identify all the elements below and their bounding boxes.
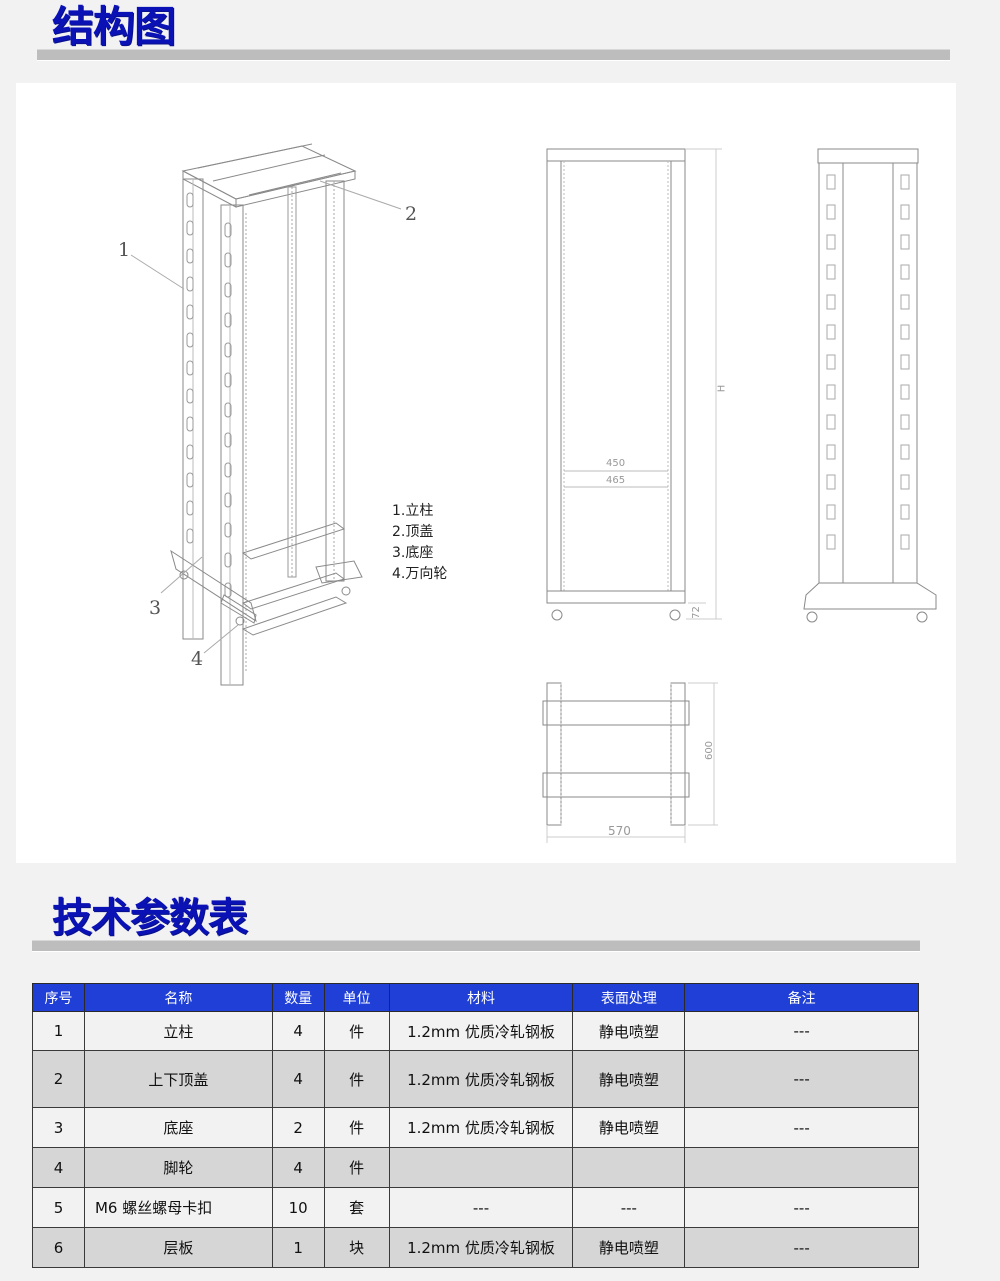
cell-no: 6 [32,1227,85,1268]
cell-finish: 静电喷塑 [572,1011,686,1051]
cell-finish [572,1147,686,1188]
cell-name: 层板 [83,1227,273,1268]
cell-note: --- [684,1011,919,1051]
cell-name: 底座 [83,1107,273,1148]
dim-height: H [716,384,728,393]
cell-name: 立柱 [83,1011,273,1051]
rack-drawings [130,143,937,843]
cell-no: 2 [32,1050,85,1108]
dim-wheel-height: 72 [690,606,702,619]
cell-qty: 4 [271,1050,325,1108]
cell-unit: 件 [323,1011,390,1051]
cell-finish: 静电喷塑 [572,1107,686,1148]
cell-qty: 4 [271,1011,325,1051]
table-header-row: 序号 名称 数量 单位 材料 表面处理 备注 [32,983,919,1012]
cell-qty: 2 [271,1107,325,1148]
cell-material: 1.2mm 优质冷轧钢板 [388,1107,574,1148]
callout-3: 3 [149,597,162,619]
cell-finish: --- [572,1187,686,1228]
cell-material: 1.2mm 优质冷轧钢板 [388,1050,574,1108]
spec-table: 序号 名称 数量 单位 材料 表面处理 备注 1 立柱 4 件 1.2mm 优质… [32,983,919,1268]
table-row: 1 立柱 4 件 1.2mm 优质冷轧钢板 静电喷塑 --- [32,1011,919,1051]
cell-note [684,1147,919,1188]
header-finish: 表面处理 [572,983,686,1012]
header-name: 名称 [83,983,273,1012]
header-note: 备注 [684,983,919,1012]
cell-note: --- [684,1187,919,1228]
legend-item: 3.底座 [392,545,434,561]
cell-no: 3 [32,1107,85,1148]
section-title-specs: 技术参数表 [52,895,248,941]
cell-no: 4 [32,1147,85,1188]
callout-4: 4 [191,648,204,670]
dim-base-width: 570 [608,824,631,838]
table-row: 3 底座 2 件 1.2mm 优质冷轧钢板 静电喷塑 --- [32,1107,919,1148]
top-plan-drawing [542,682,718,843]
dim-inner-width: 450 [606,458,626,469]
isometric-rack-drawing [130,143,402,686]
cell-material: --- [388,1187,574,1228]
cell-name: 上下顶盖 [83,1050,273,1108]
section-title-structure: 结构图 [52,2,176,51]
cell-note: --- [684,1107,919,1148]
callout-2: 2 [405,203,418,225]
legend-item: 4.万向轮 [392,566,448,582]
cell-qty: 1 [271,1227,325,1268]
front-elevation-drawing [546,148,722,621]
structure-drawing-panel: 1 2 3 4 450 465 H 72 600 570 1.立柱 2.顶盖 3… [16,83,956,863]
section-divider-structure [37,49,950,61]
cell-material: 1.2mm 优质冷轧钢板 [388,1011,574,1051]
callout-1: 1 [118,239,131,261]
cell-note: --- [684,1050,919,1108]
cell-no: 5 [32,1187,85,1228]
cell-unit: 件 [323,1050,390,1108]
legend-item: 1.立柱 [392,503,434,519]
cell-unit: 件 [323,1107,390,1148]
cell-unit: 块 [323,1227,390,1268]
cell-qty: 4 [271,1147,325,1188]
cell-finish: 静电喷塑 [572,1050,686,1108]
cell-name: 脚轮 [83,1147,273,1188]
dim-base-depth: 600 [704,740,716,761]
header-material: 材料 [388,983,574,1012]
table-row: 4 脚轮 4 件 [32,1147,919,1188]
cell-unit: 件 [323,1147,390,1188]
parts-legend: 1.立柱 2.顶盖 3.底座 4.万向轮 [392,501,447,585]
dim-outer-width: 465 [606,475,626,486]
header-qty: 数量 [271,983,325,1012]
section-divider-specs [32,940,920,952]
cell-material [388,1147,574,1188]
cell-no: 1 [32,1011,85,1051]
table-row: 6 层板 1 块 1.2mm 优质冷轧钢板 静电喷塑 --- [32,1227,919,1268]
legend-item: 2.顶盖 [392,524,434,540]
header-no: 序号 [32,983,85,1012]
cell-finish: 静电喷塑 [572,1227,686,1268]
cell-unit: 套 [323,1187,390,1228]
table-row: 5 M6 螺丝螺母卡扣 10 套 --- --- --- [32,1187,919,1228]
side-elevation-drawing [803,148,937,623]
cell-note: --- [684,1227,919,1268]
cell-qty: 10 [271,1187,325,1228]
cell-name: M6 螺丝螺母卡扣 [83,1187,273,1228]
header-unit: 单位 [323,983,390,1012]
cell-material: 1.2mm 优质冷轧钢板 [388,1227,574,1268]
table-row: 2 上下顶盖 4 件 1.2mm 优质冷轧钢板 静电喷塑 --- [32,1050,919,1108]
